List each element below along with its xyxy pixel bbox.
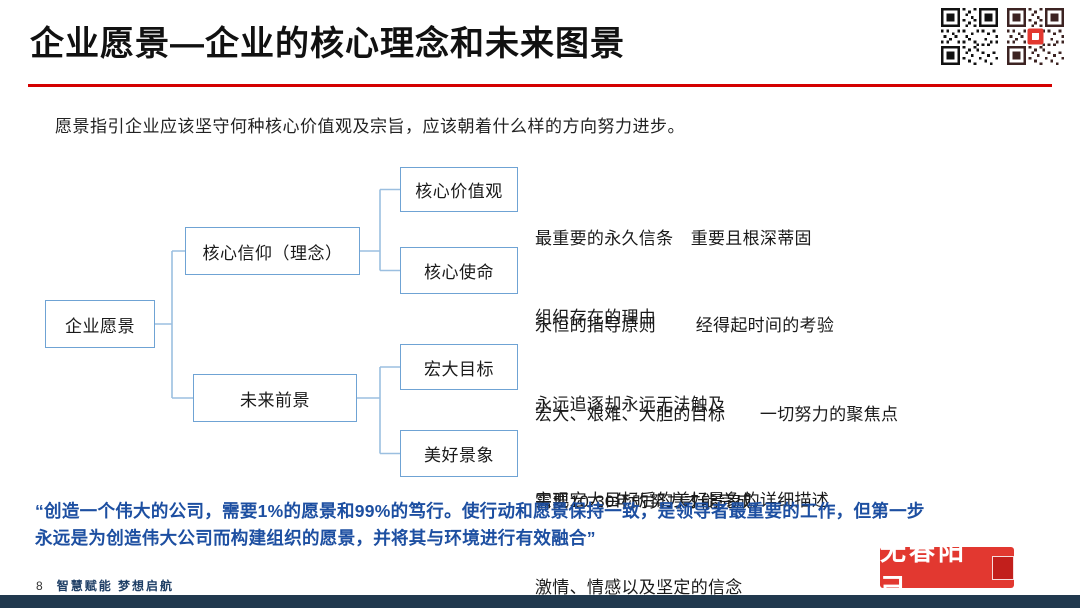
qr-code-group [941, 8, 1064, 65]
node-root: 企业愿景 [45, 300, 155, 348]
node-core-belief: 核心信仰（理念） [185, 227, 360, 275]
node-core-values: 核心价值观 [400, 167, 518, 212]
quote-line-1: “创造一个伟大的公司，需要1%的愿景和99%的笃行。使行动和愿景保持一致，是领导… [35, 501, 925, 521]
qr-code-logo-icon [1007, 8, 1064, 65]
annotation-line: 需要10-30年的努力才能完成 [535, 492, 753, 511]
annotation-line: 实现宏大目标后的美好景象的详细描述 [535, 491, 830, 510]
brand-stamp-text: 无春阳己 [880, 536, 968, 603]
annotation-grand-goal: 宏大、艰难、大胆的目标 一切努力的聚焦点 需要10-30年的努力才能完成 [535, 342, 898, 574]
annotation-core-values: 最重要的永久信条 重要且根深蒂固 永恒的指导原则 经得起时间的考验 [535, 166, 834, 398]
node-grand-goal: 宏大目标 [400, 344, 518, 390]
seal-icon [991, 555, 1014, 580]
node-vivid-vision: 美好景象 [400, 430, 518, 477]
qr-code-icon [941, 8, 998, 65]
annotation-line: 永恒的指导原则 经得起时间的考验 [535, 316, 835, 335]
quote-block: “创造一个伟大的公司，需要1%的愿景和99%的笃行。使行动和愿景保持一致，是领导… [35, 498, 1051, 552]
intro-text: 愿景指引企业应该坚守何种核心价值观及宗旨，应该朝着什么样的方向努力进步。 [55, 117, 685, 136]
annotation-core-mission: 组织存在的理由 永远追逐却永远无法触及 [535, 245, 725, 477]
footer-slogan: 智慧赋能 梦想启航 [56, 579, 175, 593]
annotation-line: 组织存在的理由 [535, 308, 657, 327]
page-number: 8 [36, 579, 43, 593]
annotation-line: 宏大、艰难、大胆的目标 一切努力的聚焦点 [535, 405, 899, 424]
footer: 8 智慧赋能 梦想启航 [36, 577, 174, 594]
title-underline-rule [28, 84, 1052, 87]
brand-stamp-logo: 无春阳己 [880, 537, 1014, 603]
annotation-line: 最重要的永久信条 重要且根深蒂固 [535, 229, 812, 248]
page-title: 企业愿景—企业的核心理念和未来图景 [30, 25, 625, 63]
annotation-line: 永远追逐却永远无法触及 [535, 395, 726, 414]
node-core-mission: 核心使命 [400, 247, 518, 294]
node-future-prospect: 未来前景 [193, 374, 357, 422]
bottom-bar [0, 595, 1080, 608]
annotation-line: 激情、情感以及坚定的信念 [535, 578, 743, 597]
annotation-vivid-vision: 实现宏大目标后的美好景象的详细描述 激情、情感以及坚定的信念 [535, 428, 829, 608]
quote-line-2: 永远是为创造伟大公司而构建组织的愿景，并将其与环境进行有效融合” [35, 528, 596, 548]
